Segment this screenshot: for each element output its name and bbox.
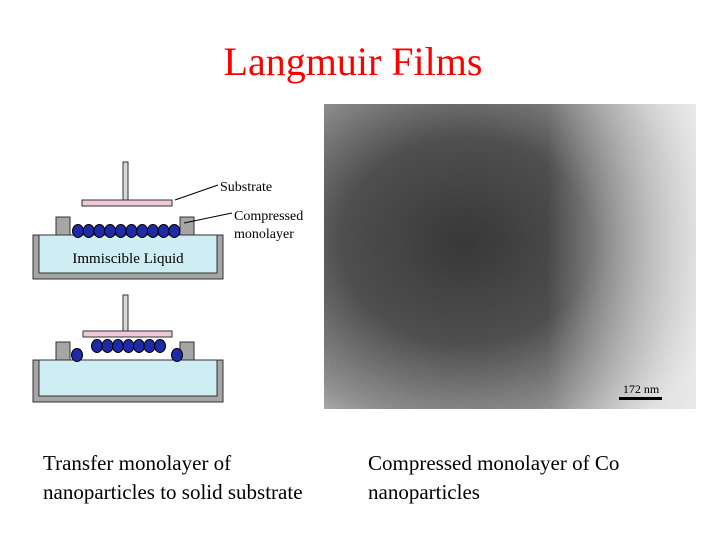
caption-transfer: Transfer monolayer of nanoparticles to s… — [43, 451, 303, 504]
substrate-leader-line — [174, 184, 219, 201]
substrate-top — [81, 161, 173, 207]
particles-bottom — [71, 339, 183, 362]
nanoparticle — [168, 224, 181, 238]
nanoparticle — [133, 339, 145, 353]
slide-title: Langmuir Films — [223, 39, 483, 84]
tem-micrograph: 172 nm — [324, 104, 696, 409]
nanoparticle — [125, 224, 138, 238]
nanoparticle — [171, 348, 183, 362]
compressed-label: Compressed — [234, 209, 303, 224]
trough-bottom — [32, 341, 224, 403]
nanoparticle — [82, 224, 95, 238]
nanoparticle — [93, 224, 106, 238]
nanoparticle — [154, 339, 166, 353]
nanoparticle — [114, 224, 127, 238]
nanoparticle — [136, 224, 149, 238]
substrate-bottom — [82, 294, 173, 338]
scale-bar-label: 172 nm — [623, 382, 660, 396]
substrate-label: Substrate — [220, 180, 272, 195]
particles-top — [72, 224, 181, 238]
nanoparticle — [71, 348, 83, 362]
nanoparticle — [143, 339, 156, 353]
nanoparticle — [157, 224, 170, 238]
liquid-label: Immiscible Liquid — [72, 251, 184, 267]
langmuir-trough-diagram: Immiscible Liquid Substrate Compressed m… — [32, 161, 303, 403]
scale-bar: 172 nm — [619, 382, 662, 400]
monolayer-label: monolayer — [234, 227, 294, 242]
nanoparticle — [101, 339, 114, 353]
nanoparticle — [146, 224, 159, 238]
monolayer-leader-line — [183, 212, 233, 224]
nanoparticle — [72, 224, 84, 238]
nanoparticle — [112, 339, 124, 353]
nanoparticle — [91, 339, 103, 353]
caption-micrograph: Compressed monolayer of Co nanoparticles — [368, 451, 620, 504]
nanoparticle — [122, 339, 135, 353]
nanoparticle — [104, 224, 117, 238]
